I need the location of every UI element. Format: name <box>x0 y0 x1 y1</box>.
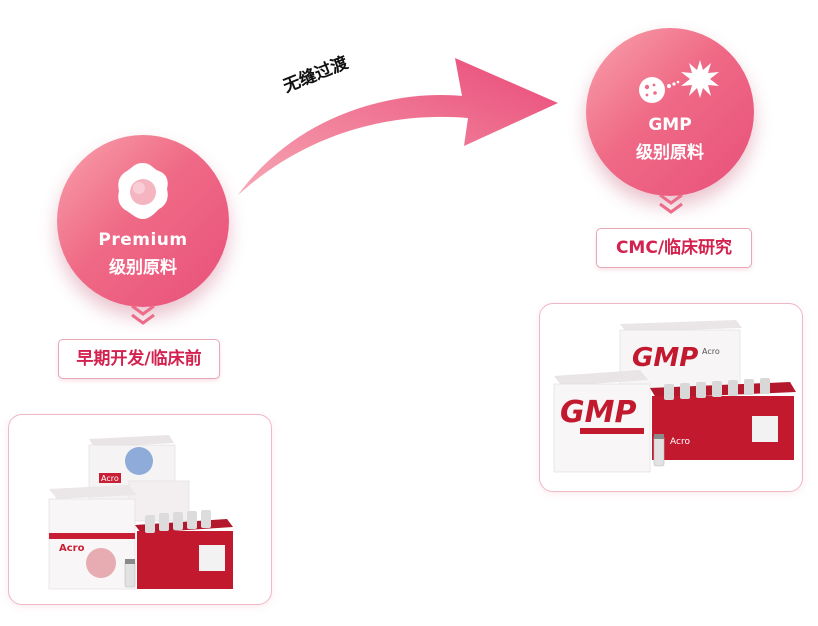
cell-icon <box>118 163 168 219</box>
gmp-title: GMP <box>648 115 692 135</box>
gmp-product-image: GMP Acro GMP Acro <box>539 303 803 492</box>
chevron-down-icon <box>659 193 683 214</box>
stage-label-preclinical: 早期开发/临床前 <box>58 339 220 379</box>
transition-label: 无缝过渡 <box>280 52 352 97</box>
gmp-subtitle: 级别原料 <box>636 143 704 163</box>
gmp-grade-circle: GMP 级别原料 <box>586 28 754 196</box>
brand-label: Acro <box>670 437 690 447</box>
brand-label: Acro <box>101 474 119 483</box>
premium-product-image: Acro Acro <box>8 414 272 605</box>
premium-grade-circle: Premium 级别原料 <box>57 135 229 307</box>
cell-burst-icon <box>639 60 719 103</box>
premium-subtitle: 级别原料 <box>109 258 177 278</box>
brand-label: Acro <box>702 347 720 356</box>
gmp-box-mark: GMP <box>632 343 698 373</box>
brand-label: Acro <box>59 543 85 554</box>
gmp-box-mark: GMP <box>560 395 636 430</box>
premium-title: Premium <box>98 230 188 250</box>
stage-label-clinical: CMC/临床研究 <box>596 228 752 268</box>
chevron-down-icon <box>131 304 155 325</box>
